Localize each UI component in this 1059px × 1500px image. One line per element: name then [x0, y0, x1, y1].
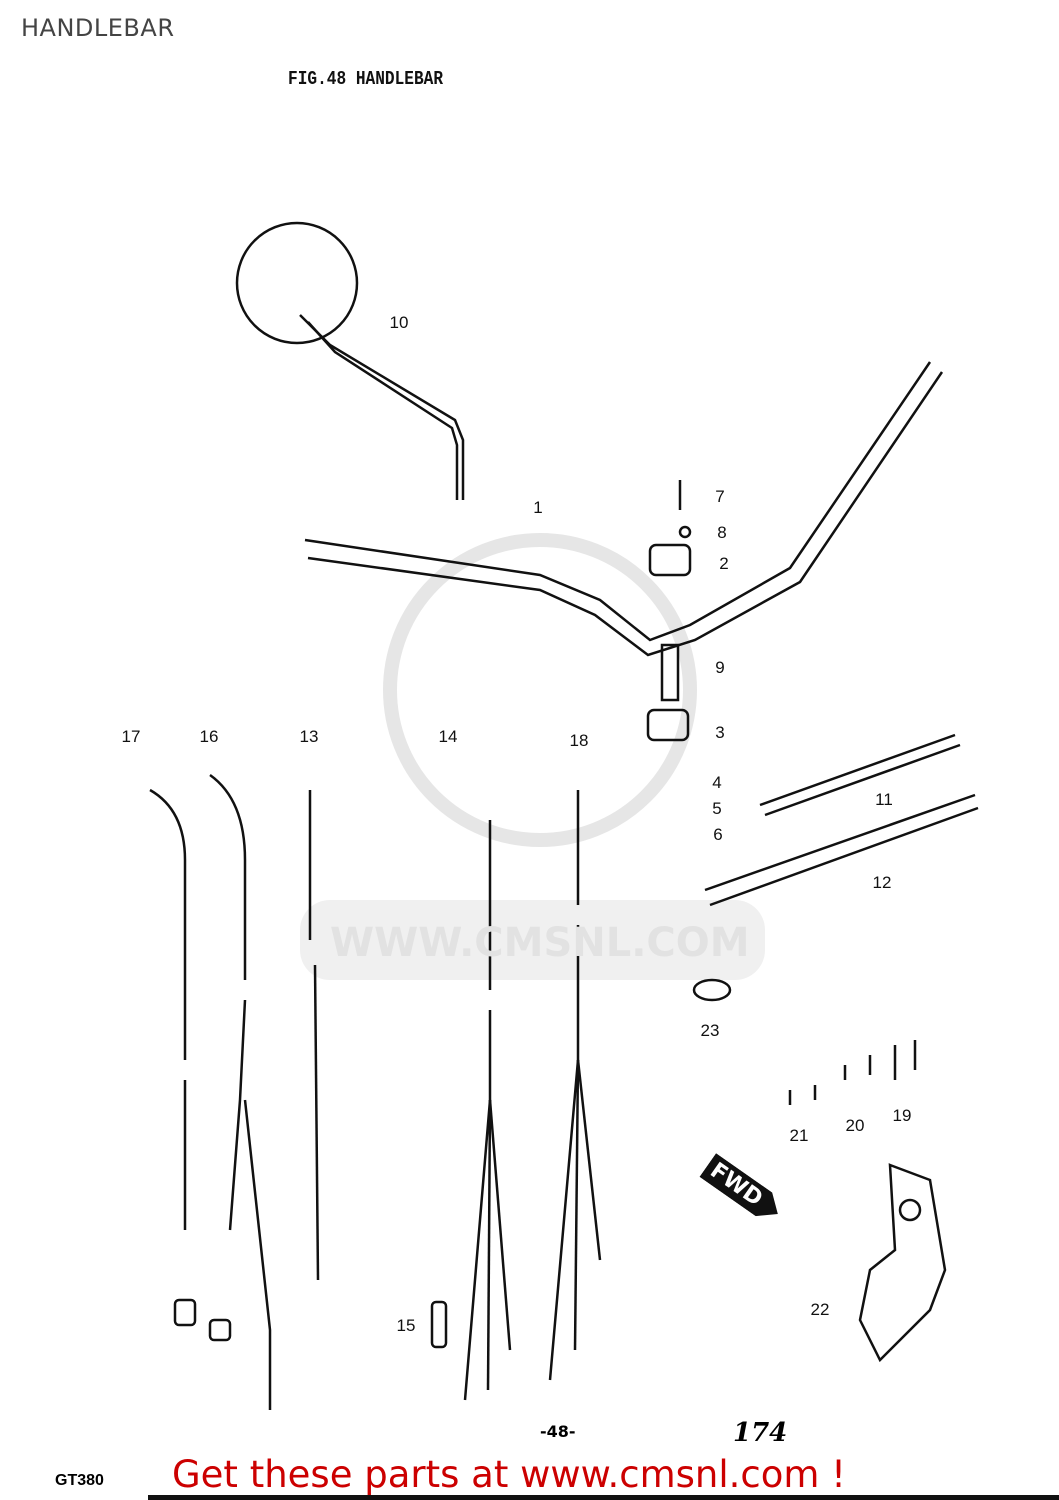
part-label-20: 20	[845, 1116, 865, 1135]
cables	[149, 773, 602, 1410]
part-label-16: 16	[199, 727, 219, 746]
page-number: 174	[733, 1418, 788, 1448]
part-label-7: 7	[715, 487, 725, 506]
part-label-4: 4	[712, 773, 722, 792]
part-label-22: 22	[810, 1300, 830, 1319]
part-label-23: 23	[700, 1021, 720, 1040]
part-label-8: 8	[717, 523, 727, 542]
part-label-11: 11	[875, 790, 893, 809]
part-label-5: 5	[712, 799, 722, 818]
part-label-13: 13	[299, 727, 319, 746]
part-label-18: 18	[569, 731, 589, 750]
clips-19-21	[788, 1040, 917, 1105]
watermark-url: WWW.CMSNL.COM	[330, 920, 750, 966]
bottom-rule	[148, 1495, 1059, 1500]
handlebar	[304, 361, 944, 657]
part-label-2: 2	[719, 554, 729, 573]
watermark-logo	[300, 533, 765, 980]
levers	[704, 733, 979, 907]
figure-ref: -48-	[540, 1422, 576, 1441]
clamp-parts	[646, 480, 692, 742]
part-label-15: 15	[396, 1316, 416, 1335]
part-label-6: 6	[713, 825, 723, 844]
part-label-12: 12	[872, 873, 892, 892]
part-label-14: 14	[438, 727, 458, 746]
part-label-19: 19	[892, 1106, 912, 1125]
part-label-3: 3	[715, 723, 725, 742]
band-23	[692, 978, 732, 1002]
part-label-10: 10	[389, 313, 409, 332]
page-title: HANDLEBAR	[21, 14, 175, 42]
model-code: GT380	[55, 1472, 104, 1489]
bracket-22	[858, 1163, 947, 1363]
part-label-9: 9	[715, 658, 725, 677]
part-label-17: 17	[121, 727, 141, 746]
figure-title: FIG.48 HANDLEBAR	[288, 68, 444, 90]
mirror	[235, 221, 465, 500]
promo-link[interactable]: Get these parts at www.cmsnl.com !	[172, 1453, 847, 1496]
part-label-21: 21	[789, 1126, 809, 1145]
part-label-1: 1	[533, 498, 543, 517]
